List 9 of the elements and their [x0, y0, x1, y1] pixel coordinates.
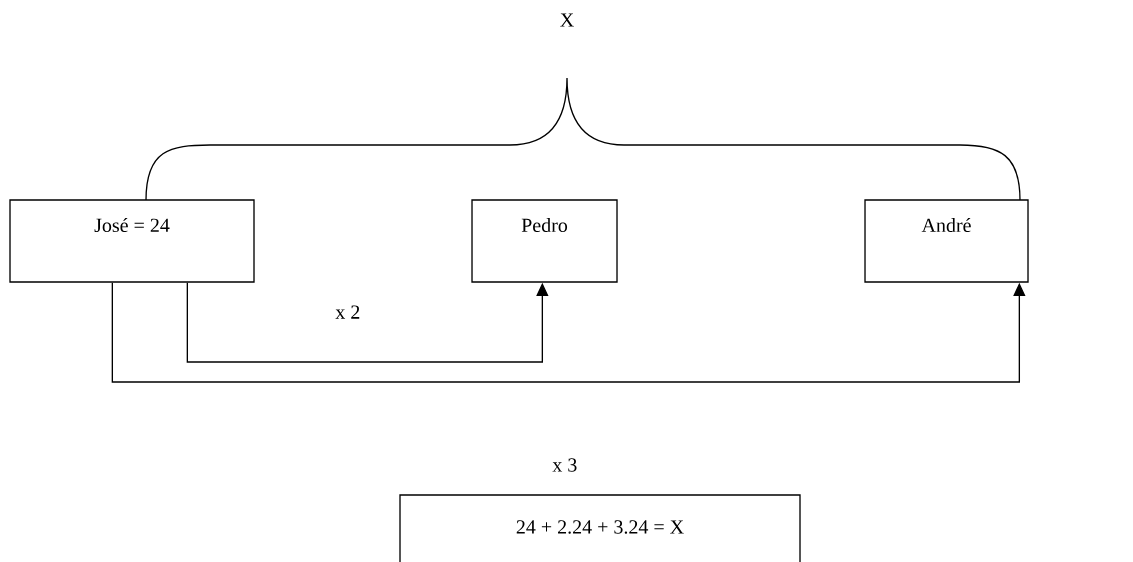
equation-box: 24 + 2.24 + 3.24 = X	[399, 494, 801, 562]
edge-label: x 2	[332, 302, 363, 322]
name-box: André	[864, 199, 1029, 283]
brace-label: X	[560, 13, 574, 27]
name-box: Pedro	[471, 199, 618, 283]
arrow	[111, 282, 1026, 383]
arrow	[186, 282, 549, 363]
edge-label: x 3	[549, 455, 580, 475]
name-box: José = 24	[9, 199, 255, 283]
